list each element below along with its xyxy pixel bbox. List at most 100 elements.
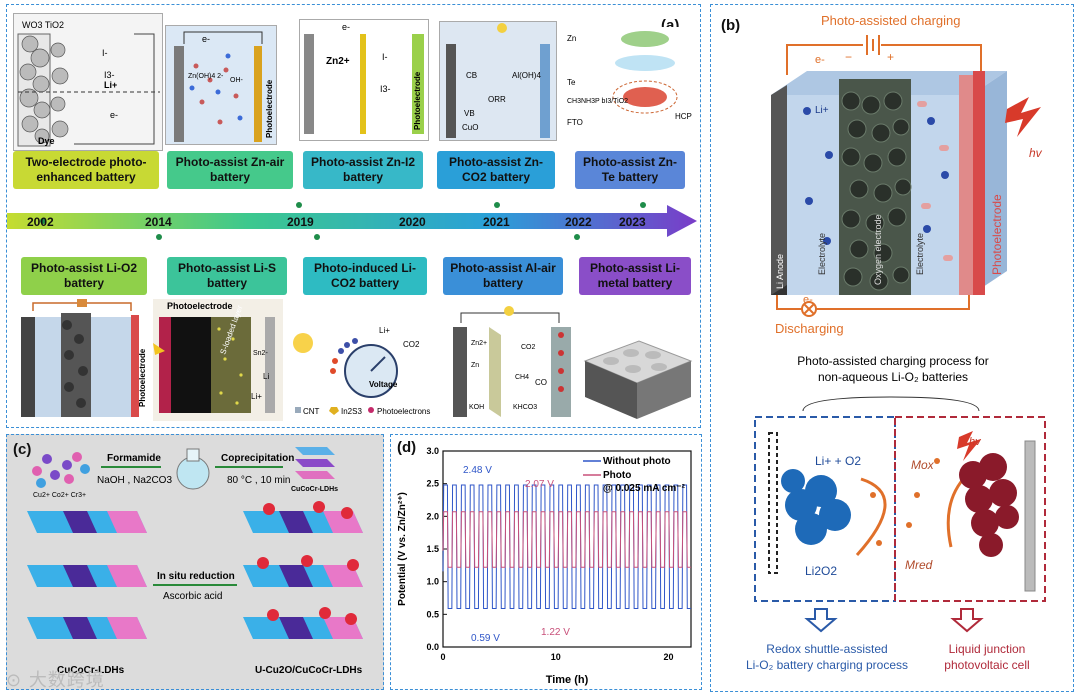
tl-bot-3-title: Photo-assist Al-air battery <box>450 261 556 290</box>
tl-top-3: Photo-assist Zn-CO2 battery <box>437 151 555 189</box>
b2-li: Li <box>263 372 269 381</box>
ann-207: 2.07 V <box>525 479 554 490</box>
x-tick-0: 0 <box>440 652 445 662</box>
b-mox: Mox <box>911 458 935 472</box>
thumb-zn-air: e- Zn(OH)4 2- OH- Photoelectrode <box>165 25 277 145</box>
b4-khco: KHCO3 <box>513 404 537 411</box>
tl-bot-4: Photo-assist Li-metal battery <box>579 257 691 295</box>
junction-label-2: photovoltaic cell <box>944 658 1029 672</box>
y-tick-5: 2.5 <box>426 479 439 489</box>
c-formamide: Formamide <box>107 453 161 464</box>
t3-side: Photoelectrode <box>413 71 422 130</box>
redox-label-1: Redox shuttle-assisted <box>766 642 887 656</box>
thumb-li-s: Photoelectrode S-loaded layer Li Li+ Sn2… <box>153 299 283 421</box>
x-axis-label: Time (h) <box>546 674 589 686</box>
panel-c: (c) Cu2+ Co2+ Cr3+ Formamide NaOH , Na2C… <box>6 434 384 690</box>
tl-bot-1-title: Photo-assist Li-S battery <box>177 261 276 290</box>
watermark-text: 大数跨境 <box>28 670 105 691</box>
panel-c-label: (c) <box>13 441 32 458</box>
t5-ch: CH3NH3P bI3/TiO2 <box>567 98 628 105</box>
b-oxygen: Oxygen electrode <box>873 214 883 285</box>
tl-bot-0: Photo-assist Li-O2 battery <box>21 257 147 295</box>
timeline-arrow <box>7 202 697 240</box>
t2-side: Photoelectrode <box>265 79 274 138</box>
tl-top-0-title: Two-electrode photo-enhanced battery <box>25 155 147 184</box>
t4-orr: ORR <box>488 95 506 104</box>
b2-top: Photoelectrode <box>167 301 233 311</box>
b2-li2: Li+ <box>251 392 262 401</box>
b-e-top: e- <box>815 54 825 66</box>
year-2019: 2019 <box>287 215 314 229</box>
b4-co: CO <box>535 378 547 387</box>
t4-cb: CB <box>466 71 477 80</box>
t5-zn: Zn <box>567 34 576 43</box>
c-ucu-label: U-Cu2O/CuCoCr-LDHs <box>255 665 363 676</box>
x-tick-1: 10 <box>551 652 561 662</box>
c-ldh-label: CuCoCr-LDHs <box>57 665 125 676</box>
redox-label-2: Li-O₂ battery charging process <box>746 658 908 672</box>
b4-zn0: Zn <box>471 362 479 369</box>
ann-122: 1.22 V <box>541 627 570 638</box>
year-2023: 2023 <box>619 215 646 229</box>
t4-vb: VB <box>464 109 475 118</box>
x-tick-2: 20 <box>663 652 673 662</box>
b-lio2: Li+ + O2 <box>815 454 861 468</box>
y-tick-0: 0.0 <box>426 642 439 652</box>
c-ascorbic: Ascorbic acid <box>163 591 222 602</box>
b4-co2: CO2 <box>521 344 536 351</box>
panel-a: (a) WO3 TiO2 I- I3- Li+ e- Dye e- <box>6 4 701 428</box>
panel-b-drawing: Photo-assisted charging e- − + Li+ Li An… <box>746 13 1046 672</box>
tl-top-1-title: Photo-assist Zn-air battery <box>175 155 285 184</box>
panel-b-label: (b) <box>721 17 741 34</box>
thumb-li-metal <box>581 321 695 421</box>
lightning-icon <box>1005 97 1041 137</box>
b-plus: + <box>887 50 894 64</box>
t3-zn: Zn2+ <box>326 56 350 67</box>
c-ldh-small: CuCoCr-LDHs <box>291 486 338 493</box>
charging-label: Photo-assisted charging <box>821 13 960 28</box>
b-e-bottom: e- <box>803 294 813 306</box>
thumb-li-o2: Photoelectrode <box>13 299 149 421</box>
b3-cnt: CNT <box>303 407 320 416</box>
t3-i: I- <box>382 52 388 62</box>
t1-dye: Dye <box>38 136 55 146</box>
t4-cuo: CuO <box>462 123 478 132</box>
year-2022: 2022 <box>565 215 592 229</box>
c-ions: Cu2+ Co2+ Cr3+ <box>33 492 86 499</box>
b-mred: Mred <box>905 558 933 572</box>
c-reduction: In situ reduction <box>157 571 235 582</box>
tl-top-0: Two-electrode photo-enhanced battery <box>13 151 159 189</box>
b3-li: Li+ <box>379 326 390 335</box>
tl-bot-2: Photo-induced Li-CO2 battery <box>303 257 427 295</box>
tl-bot-3: Photo-assist Al-air battery <box>443 257 563 295</box>
b4-ch4: CH4 <box>515 374 529 381</box>
y-tick-1: 0.5 <box>426 609 439 619</box>
t5-te: Te <box>567 78 576 87</box>
tl-bot-0-title: Photo-assist Li-O2 battery <box>30 261 137 290</box>
year-2020: 2020 <box>399 215 426 229</box>
thumb-zn-co2: CB VB CuO ORR Al(OH)4 <box>439 21 557 141</box>
legend-without: Without photo <box>603 456 671 467</box>
y-tick-6: 3.0 <box>426 446 439 456</box>
legend-photo: Photo <box>603 470 631 481</box>
y-tick-3: 1.5 <box>426 544 439 554</box>
b3-in: In2S3 <box>341 407 362 416</box>
b-li2o2: Li2O2 <box>805 564 837 578</box>
process-title-1: Photo-assisted charging process for <box>797 354 988 368</box>
t2-zn: Zn(OH)4 2- <box>188 73 224 80</box>
tl-top-1: Photo-assist Zn-air battery <box>167 151 293 189</box>
ldh-stack-left <box>27 511 147 639</box>
b3-ph: Photoelectrons <box>377 407 430 416</box>
panel-b: (b) Photo-assisted charging e- − + Li+ <box>710 4 1074 692</box>
b-hv: hv <box>1029 146 1043 160</box>
t5-fto: FTO <box>567 118 583 127</box>
thumb-zn-te: Zn Te CH3NH3P bI3/TiO2 FTO HCP <box>567 27 695 145</box>
b3-co2: CO2 <box>403 340 420 349</box>
year-2014: 2014 <box>145 215 172 229</box>
tl-top-4-title: Photo-assist Zn-Te battery <box>582 155 677 184</box>
b-electrolyte-2: Electrolyte <box>915 233 925 275</box>
b-li-plus: Li+ <box>815 105 829 116</box>
b-photoelectrode: Photoelectrode <box>990 194 1004 275</box>
